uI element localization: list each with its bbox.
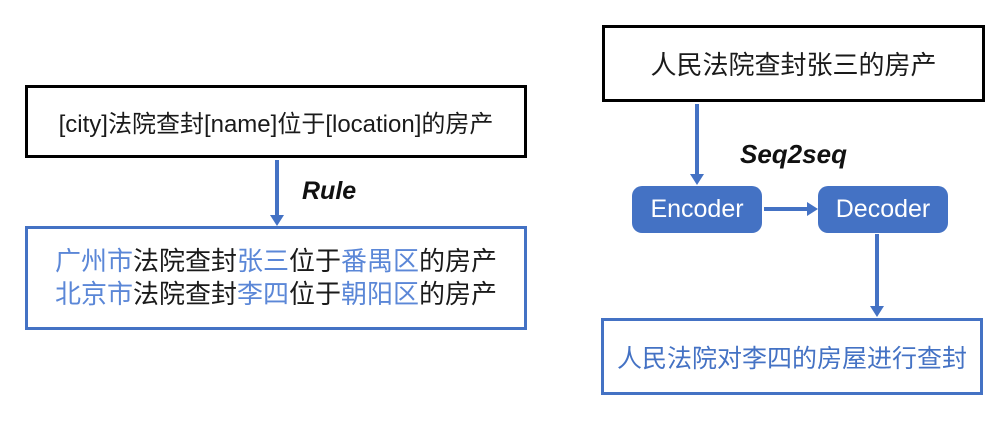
seq2seq-output-box: 人民法院对李四的房屋进行查封 xyxy=(601,318,983,395)
plain-text: 位于 xyxy=(289,246,342,276)
seq2seq-output-text: 人民法院对李四的房屋进行查封 xyxy=(616,344,967,373)
rule-output-line: 北京市法院查封李四位于朝阳区的房产 xyxy=(55,278,497,311)
plain-text: 的房产 xyxy=(419,279,498,309)
location-highlight: 朝阳区 xyxy=(341,279,420,309)
arrow-shaft xyxy=(875,234,879,307)
seq2seq-input-text: 人民法院查封张三的房产 xyxy=(650,50,937,80)
plain-text: 位于 xyxy=(289,279,342,309)
arrow-shaft xyxy=(695,104,699,175)
arrow-down-icon xyxy=(690,174,704,185)
rule-label: Rule xyxy=(302,177,357,205)
decoder-label: Decoder xyxy=(835,195,931,223)
plain-text: 的房产 xyxy=(419,246,498,276)
rule-template-box: [city]法院查封[name]位于[location]的房产 xyxy=(25,85,527,158)
arrow-right-icon xyxy=(807,202,818,216)
name-highlight: 张三 xyxy=(236,246,289,276)
plain-text: 法院查封 xyxy=(132,279,237,309)
seq2seq-down-arrow xyxy=(690,104,704,185)
rule-output-box: 广州市法院查封张三位于番禺区的房产 北京市法院查封李四位于朝阳区的房产 xyxy=(25,226,527,330)
encoder-label: Encoder xyxy=(650,195,744,223)
encoder-node: Encoder xyxy=(632,186,762,233)
rule-template-text: [city]法院查封[name]位于[location]的房产 xyxy=(58,111,494,138)
city-highlight: 广州市 xyxy=(54,246,133,276)
arrow-down-icon xyxy=(870,306,884,317)
decoder-down-arrow xyxy=(870,234,884,317)
rule-output-line: 广州市法院查封张三位于番禺区的房产 xyxy=(55,245,497,278)
name-highlight: 李四 xyxy=(236,279,289,309)
arrow-shaft xyxy=(764,207,808,211)
plain-text: 法院查封 xyxy=(132,246,237,276)
arrow-down-icon xyxy=(270,215,284,226)
city-highlight: 北京市 xyxy=(54,279,133,309)
rule-down-arrow xyxy=(270,160,284,226)
arrow-shaft xyxy=(275,160,279,216)
decoder-node: Decoder xyxy=(818,186,948,233)
seq2seq-label: Seq2seq xyxy=(740,139,847,169)
location-highlight: 番禺区 xyxy=(341,246,420,276)
seq2seq-input-box: 人民法院查封张三的房产 xyxy=(602,25,985,102)
encoder-to-decoder-arrow xyxy=(764,202,818,216)
